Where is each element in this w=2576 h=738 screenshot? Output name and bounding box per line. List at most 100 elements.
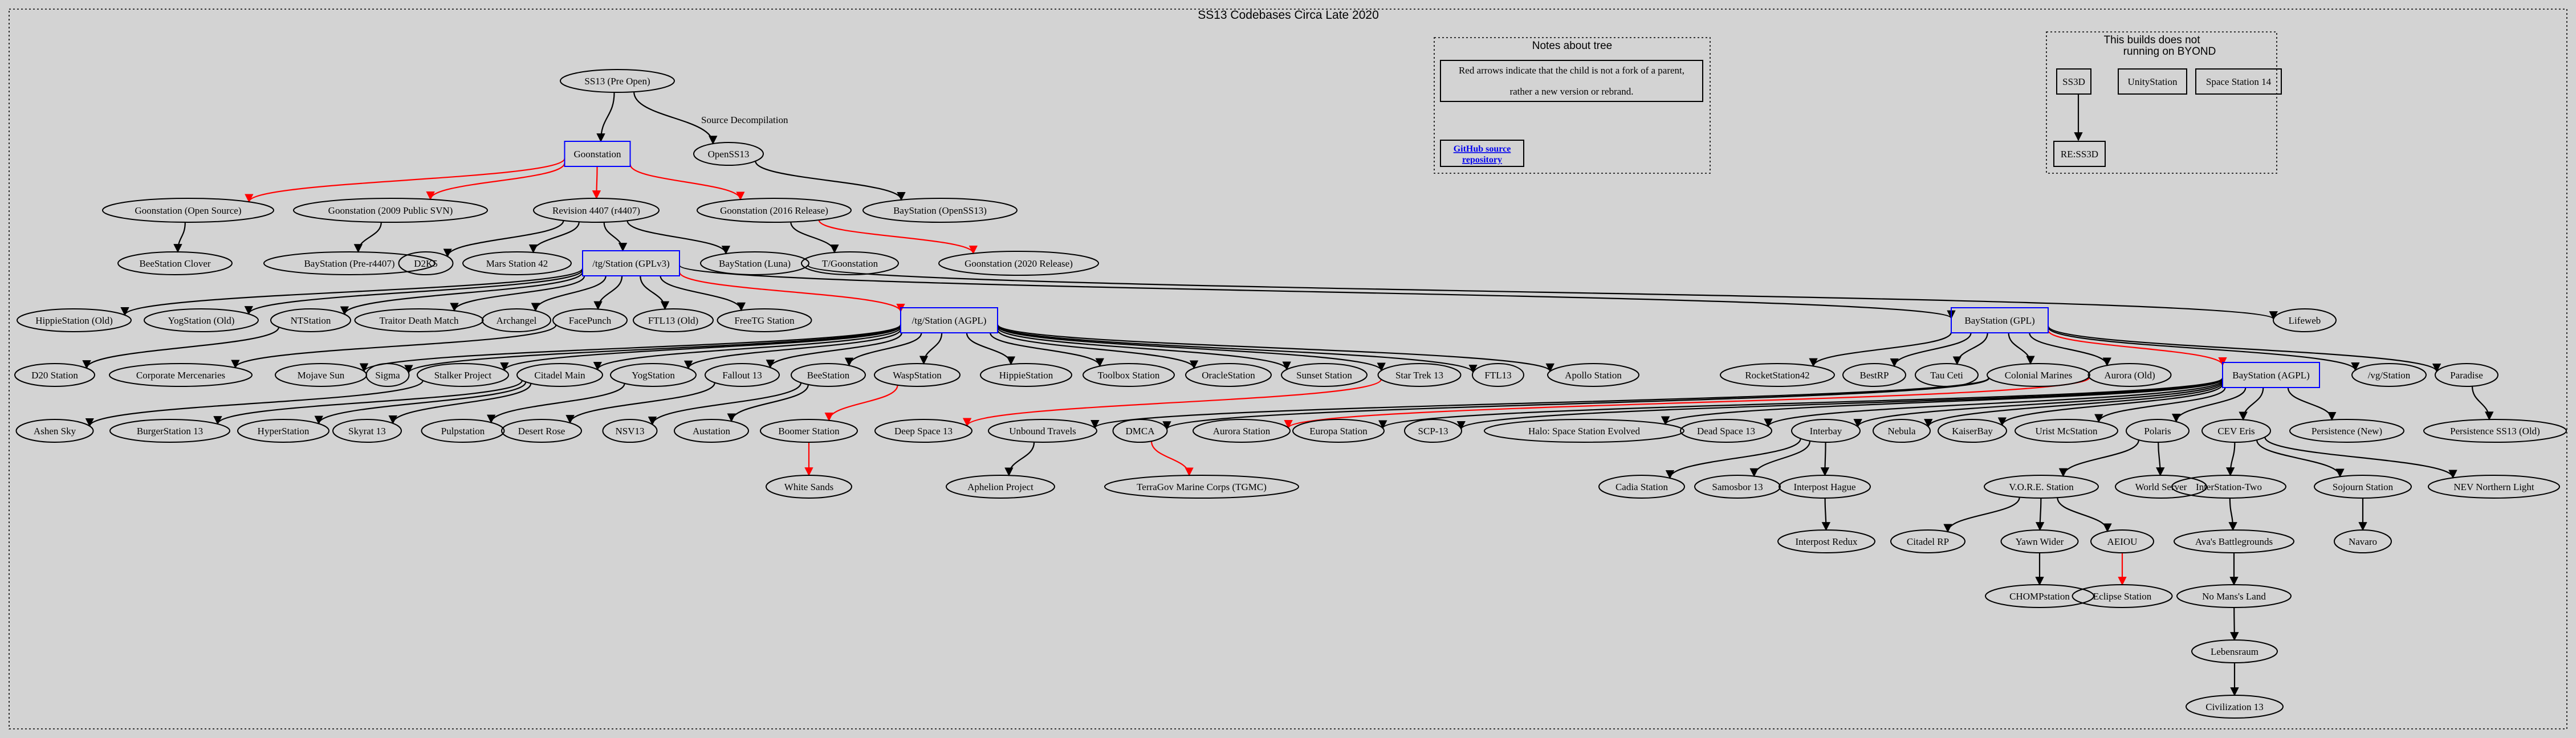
node-hippie-old: HippieStation (Old) <box>17 308 132 332</box>
node-goon-2020: Goonstation (2020 Release) <box>938 251 1099 276</box>
node-shape-persist-new <box>2289 419 2404 443</box>
node-label-d20: D20 Station <box>31 370 78 381</box>
node-navaro: Navaro <box>2334 529 2392 553</box>
node-label-ashen: Ashen Sky <box>34 426 76 437</box>
node-europa: Europa Station <box>1292 419 1385 443</box>
node-label-ip-redux: Interpost Redux <box>1795 536 1858 547</box>
non-byond-node-label-3: RE:SS3D <box>2061 149 2098 160</box>
edge-bay-gpl-to-paradise <box>2047 325 2441 373</box>
edge-tg-agpl-to-apollo <box>996 324 1554 373</box>
node-vore: V.O.R.E. Station <box>1984 475 2099 499</box>
node-corp-merc: Corporate Mercenaries <box>109 363 253 387</box>
node-skyrat: Skyrat 13 <box>332 419 402 443</box>
node-label-goon-os: Goonstation (Open Source) <box>135 205 242 216</box>
node-shape-nomans <box>2176 584 2292 608</box>
node-ip-hague: Interpost Hague <box>1779 475 1871 499</box>
node-persist-new: Persistence (New) <box>2289 419 2404 443</box>
edge-bay-agpl-to-nebula <box>1924 382 2224 428</box>
node-shape-polaris <box>2126 419 2190 443</box>
node-label-scp: SCP-13 <box>1418 426 1448 437</box>
edge-bay-gpl-to-vg <box>2047 327 2360 372</box>
node-label-paradise: Paradise <box>2450 370 2483 381</box>
node-interstation: InterStation-Two <box>2171 475 2286 499</box>
edge-goon-to-goon-2009 <box>426 162 565 201</box>
node-label-ftl13: FTL13 <box>1484 370 1511 381</box>
edge-nomans-to-lebensraum <box>2230 607 2239 641</box>
notes-cluster: Notes about tree Red arrows indicate tha… <box>1434 37 1711 174</box>
node-label-deadspace: Dead Space 13 <box>1697 426 1755 437</box>
node-label-yog-old: YogStation (Old) <box>168 315 235 326</box>
node-shape-urist <box>2015 419 2118 443</box>
node-label-austation: Austation <box>693 426 731 437</box>
node-ftl13: FTL13 <box>1472 363 1524 387</box>
edge-tg-agpl-to-sigma <box>404 324 902 374</box>
node-label-colonial: Colonial Marines <box>2005 370 2073 381</box>
node-label-d2k5: D2K5 <box>414 258 438 269</box>
node-label-archangel: Archangel <box>497 315 537 326</box>
node-label-ss13-pre: SS13 (Pre Open) <box>584 76 650 87</box>
graph-border <box>9 9 2567 729</box>
node-shape-kaiser <box>1938 419 2007 443</box>
node-shape-startrek <box>1377 363 1462 387</box>
node-apollo: Apollo Station <box>1547 363 1639 387</box>
edge-tg-agpl-to-wasp <box>919 332 943 365</box>
edge-unbound-to-aphelion <box>1004 442 1035 476</box>
node-colonial: Colonial Marines <box>1987 363 2090 387</box>
edge-colonial-to-dmca <box>1162 377 1990 430</box>
node-mojave: Mojave Sun <box>275 363 367 387</box>
edge-goon-os-to-bee-clover <box>173 222 186 253</box>
node-label-yog: YogStation <box>632 370 675 381</box>
github-link-line-2[interactable]: repository <box>1462 155 1502 165</box>
edge-bee-to-nsv <box>648 382 802 426</box>
node-shape-halo <box>1484 419 1684 443</box>
edge-goon-to-rev4407 <box>592 166 601 199</box>
edge-tg-agpl-to-citadel <box>593 327 902 371</box>
edge-aurora-old-to-aurora <box>1284 377 2090 429</box>
edge-polaris-to-vore <box>2058 439 2139 478</box>
node-shape-eclipse <box>2072 584 2173 608</box>
github-link[interactable]: GitHub source repository <box>1440 140 1524 167</box>
node-shape-goon <box>564 141 631 167</box>
node-interbay: Interbay <box>1791 419 1861 443</box>
node-shape-austation <box>674 419 749 443</box>
node-label-boomer: Boomer Station <box>778 426 840 437</box>
edge-tg-agpl-to-yog <box>684 329 902 370</box>
node-label-rev4407: Revision 4407 (r4407) <box>552 205 640 216</box>
node-shape-archangel <box>482 308 551 332</box>
node-label-tgoon: T/Goonstation <box>822 258 878 269</box>
node-d2k5: D2K5 <box>398 251 454 275</box>
node-label-aeiou: AEIOU <box>2107 536 2138 547</box>
node-shape-apollo <box>1547 363 1639 387</box>
non-byond-title-1: This builds does not <box>2104 34 2201 46</box>
edge-tg-agpl-to-hippie <box>966 332 1016 365</box>
node-label-aurora: Aurora Station <box>1213 426 1271 437</box>
non-byond-title-2: running on BYOND <box>2123 46 2216 58</box>
node-shape-vg <box>2351 363 2427 387</box>
node-nomans: No Mans's Land <box>2176 584 2292 608</box>
node-label-nsv: NSV13 <box>615 426 644 437</box>
non-byond-node-3: RE:SS3D <box>2053 141 2106 167</box>
edge-tg-agpl-to-sunset <box>996 327 1291 370</box>
node-label-unbound: Unbound Travels <box>1009 426 1076 437</box>
edge-bay-gpl-to-bay-agpl <box>2047 329 2227 366</box>
edge-tg-gpl-to-ftl13-old <box>640 275 670 310</box>
edge-goon-2016-to-goon-2020 <box>818 219 978 255</box>
notes-line-2: rather a new version or rebrand. <box>1509 86 1633 97</box>
node-label-tg-agpl: /tg/Station (AGPL) <box>912 315 987 326</box>
node-shape-rev4407 <box>533 198 660 223</box>
node-label-goon-2009: Goonstation (2009 Public SVN) <box>328 205 453 216</box>
edge-rev4407-to-d2k5 <box>443 220 564 258</box>
edge-rev4407-to-tg-gpl <box>603 222 628 252</box>
edge-citadel-to-skyrat <box>388 383 532 425</box>
non-byond-node-shape-3 <box>2053 141 2106 167</box>
node-label-corp-merc: Corporate Mercenaries <box>136 370 225 381</box>
node-shape-oracle <box>1185 363 1272 387</box>
node-label-tgmc: TerraGov Marine Corps (TGMC) <box>1137 482 1267 492</box>
github-link-line-1[interactable]: GitHub source <box>1454 144 1511 154</box>
notes-line-1: Red arrows indicate that the child is no… <box>1459 65 1684 76</box>
node-shape-goon-2009 <box>293 198 488 223</box>
edge-wasp-to-boomer <box>824 385 898 422</box>
node-rocket: RocketStation42 <box>1720 363 1835 387</box>
node-shape-goon-os <box>102 198 274 223</box>
